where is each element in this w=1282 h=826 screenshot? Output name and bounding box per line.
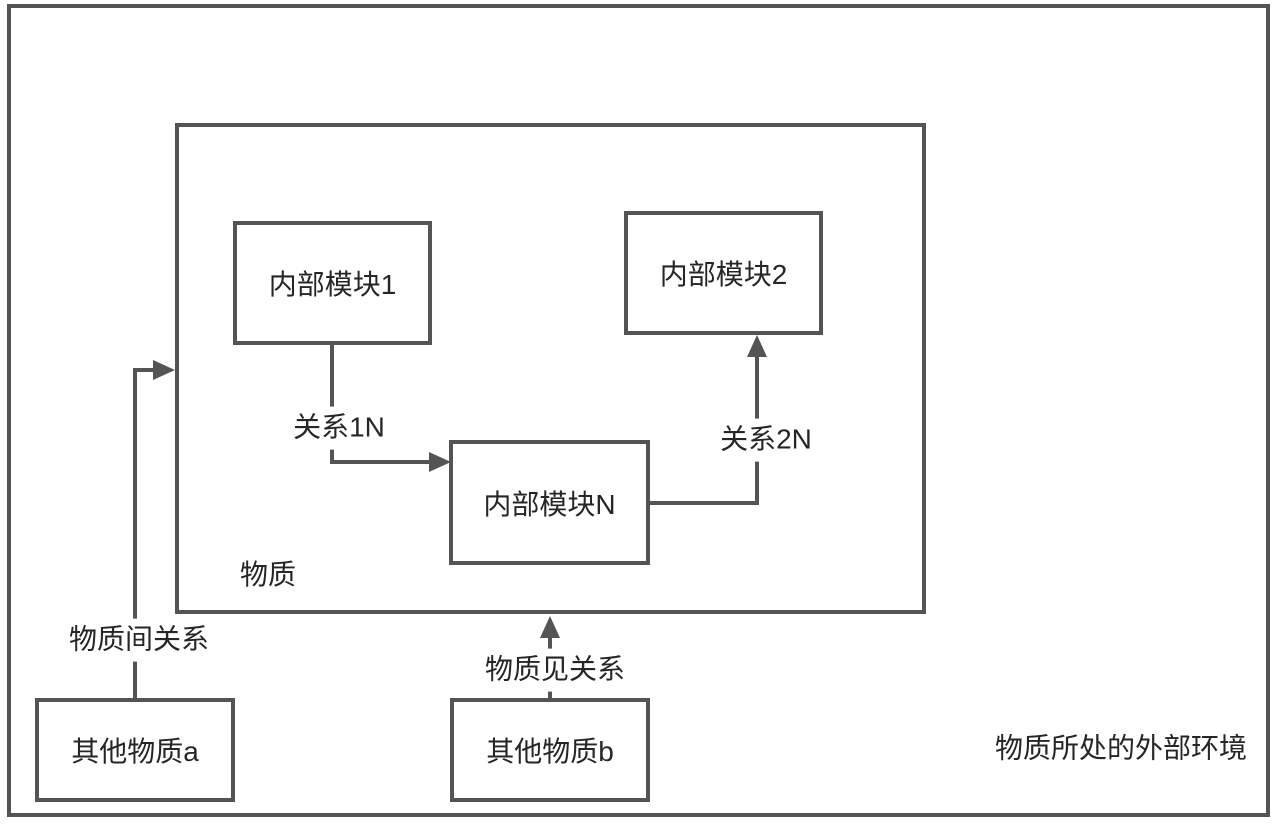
node-module2: 内部模块2 (624, 211, 823, 335)
environment-border (7, 4, 1270, 817)
node-module1-label: 内部模块1 (268, 269, 397, 300)
arrowhead-up-icon (747, 335, 767, 357)
edge-module1-moduleN (330, 343, 451, 472)
edge-moduleN-module2 (648, 335, 767, 505)
node-moduleN-label: 内部模块N (483, 488, 616, 520)
edge-label-rel-1N: 关系1N (285, 406, 393, 450)
node-moduleN: 内部模块N (449, 440, 650, 565)
node-module2-label: 内部模块2 (659, 259, 788, 290)
arrowhead-up-icon (540, 616, 560, 638)
edge-label-rel-a: 物质间关系 (60, 618, 218, 662)
edge-module1-moduleN-line (330, 343, 431, 464)
edge-substanceA-container-line (133, 368, 155, 700)
arrowhead-right-icon (153, 360, 175, 380)
edge-substanceA-container (133, 360, 175, 700)
edge-label-rel-b: 物质见关系 (476, 648, 634, 692)
container-box-substance (175, 123, 926, 614)
node-module1: 内部模块1 (233, 221, 432, 345)
edge-moduleN-module2-line (648, 355, 759, 505)
arrowhead-right-icon (429, 452, 451, 472)
node-substanceA: 其他物质a (35, 698, 235, 802)
node-substanceA-label: 其他物质a (71, 736, 199, 767)
node-substanceB: 其他物质b (450, 698, 650, 802)
container-label-substance: 物质 (240, 559, 297, 590)
edge-label-rel-2N: 关系2N (712, 418, 820, 462)
environment-label: 物质所处的外部环境 (994, 732, 1248, 764)
node-substanceB-label: 其他物质b (486, 736, 614, 767)
